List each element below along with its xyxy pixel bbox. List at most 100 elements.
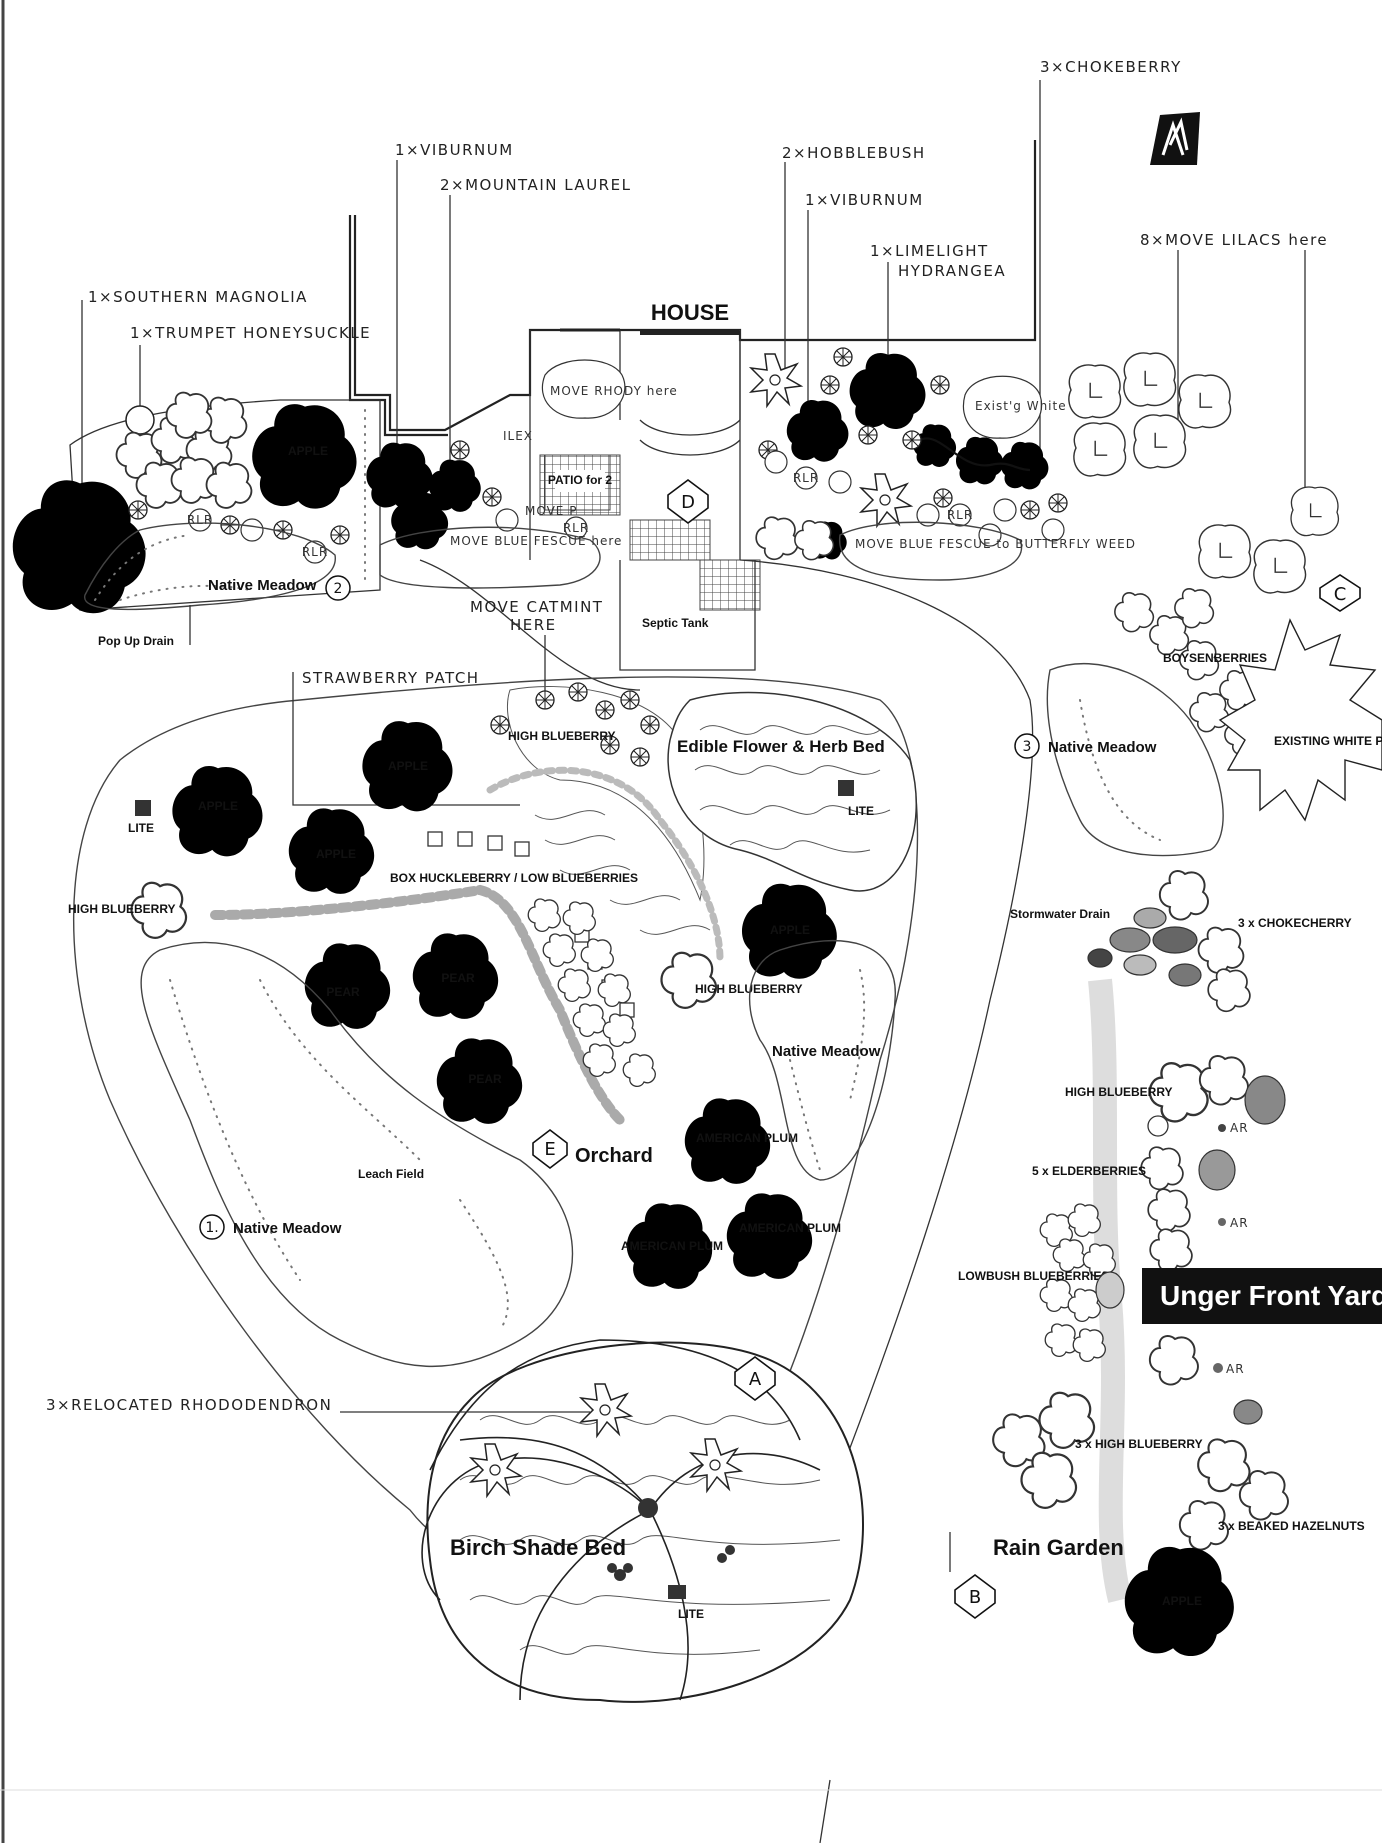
top-callouts: 3×CHOKEBERRY 1×VIBURNUM 2×MOUNTAIN LAURE…	[81, 58, 1328, 545]
callout-viburnum-right: 1×VIBURNUM	[805, 191, 924, 209]
native-meadow-2-label: Native Meadow	[208, 577, 317, 594]
stormwater-drain: Stormwater Drain 3 x CHOKECHERRY	[1010, 870, 1352, 1013]
note-blue-fescue-left: MOVE BLUE FESCUE here	[450, 534, 622, 548]
marker-3: 3	[1023, 739, 1032, 755]
callout-limelight: 1×LIMELIGHT	[870, 242, 989, 260]
lowbush-label: LOWBUSH BLUEBERRIES	[958, 1269, 1109, 1283]
native-meadow-3-label: Native Meadow	[1048, 739, 1157, 756]
lite-label: LITE	[678, 1607, 704, 1621]
high-blueberry-label-3: HIGH BLUEBERRY	[695, 982, 803, 996]
birch-shade-bed: LITE Birch Shade Bed	[421, 1339, 864, 1703]
septic-area: Septic Tank MOVE CATMINT HERE STRAWBERRY…	[292, 560, 756, 806]
svg-text:MOVE RHODY here: MOVE RHODY here	[550, 384, 678, 398]
svg-text:C: C	[1334, 584, 1347, 605]
callout-magnolia: 1×SOUTHERN MAGNOLIA	[88, 288, 308, 306]
house-label: HOUSE	[651, 300, 729, 325]
callout-strawberry: STRAWBERRY PATCH	[302, 669, 480, 687]
pear-label: PEAR	[326, 985, 360, 999]
edible-bed-label: Edible Flower & Herb Bed	[677, 737, 885, 756]
apple-label: APPLE	[198, 799, 238, 813]
note-blue-fescue-right: MOVE BLUE FESCUE to BUTTERFLY WEED	[855, 537, 1136, 551]
lite-label: LITE	[128, 821, 154, 835]
note-ilex: ILEX	[503, 429, 533, 443]
ar-tag: AR	[1226, 1362, 1245, 1376]
callout-limelight-2: HYDRANGEA	[898, 262, 1006, 280]
existing-white-pine-label: EXISTING WHITE PINE	[1274, 734, 1382, 748]
note-move-p: MOVE P	[525, 504, 577, 518]
north-arrow-icon	[1150, 112, 1200, 165]
pear-label: PEAR	[441, 971, 475, 985]
marker-d: D	[667, 479, 709, 524]
high-blueberry-label-2: HIGH BLUEBERRY	[68, 902, 176, 916]
american-plum-label: AMERICAN PLUM	[696, 1131, 798, 1145]
marker-e: E	[532, 1128, 568, 1170]
ar-tag: AR	[1230, 1121, 1249, 1135]
marker-2: 2	[334, 581, 343, 597]
boysenberries-label: BOYSENBERRIES	[1163, 651, 1267, 665]
callout-chokeberry: 3×CHOKEBERRY	[1040, 58, 1182, 76]
pear-label: PEAR	[468, 1072, 502, 1086]
stormwater-drain-label: Stormwater Drain	[1010, 907, 1110, 921]
native-meadow-center-label: Native Meadow	[772, 1043, 881, 1060]
title-text: Unger Front Yard	[1160, 1280, 1382, 1311]
septic-tank-label: Septic Tank	[642, 616, 709, 630]
box-huckleberry-label: BOX HUCKLEBERRY / LOW BLUEBERRIES	[390, 871, 638, 885]
marker-1: 1.	[205, 1220, 218, 1236]
lite-label: LITE	[848, 804, 874, 818]
beaked-hazelnut-group	[1178, 1438, 1289, 1551]
leach-field-label: Leach Field	[358, 1167, 424, 1181]
marker-c: C	[1319, 574, 1361, 612]
patio-label: PATIO for 2	[548, 473, 613, 487]
elderberry-group	[1140, 1146, 1193, 1273]
lite-icon	[838, 780, 854, 796]
high-blueberry-label-4: HIGH BLUEBERRY	[1065, 1085, 1173, 1099]
marker-b: B	[954, 1574, 996, 1619]
native-meadow-center-bed	[748, 939, 896, 1181]
american-plum-label: AMERICAN PLUM	[621, 1239, 723, 1253]
american-plum-label: AMERICAN PLUM	[739, 1221, 841, 1235]
beaked-hazelnuts-label: 3 x BEAKED HAZELNUTS	[1218, 1519, 1365, 1533]
birch-shade-bed-label: Birch Shade Bed	[450, 1535, 626, 1560]
lilac-group	[1068, 352, 1340, 594]
svg-text:B: B	[969, 1587, 981, 1608]
leach-field-bed	[140, 941, 574, 1368]
callout-lilacs: 8×MOVE LILACS here	[1140, 231, 1328, 249]
blueberry-strawberry-bed: HIGH BLUEBERRY	[486, 682, 724, 964]
chokecherry-label: 3 x CHOKECHERRY	[1238, 916, 1352, 930]
southern-magnolia	[12, 480, 146, 614]
pop-up-drain-label: Pop Up Drain	[98, 634, 174, 648]
high-blueberry-label-1: HIGH BLUEBERRY	[508, 729, 616, 743]
callout-honeysuckle: 1×TRUMPET HONEYSUCKLE	[130, 324, 371, 342]
callout-mountain-laurel: 2×MOUNTAIN LAUREL	[440, 176, 631, 194]
lite-icon	[668, 1585, 686, 1599]
title-banner: Unger Front Yard	[1142, 1268, 1382, 1324]
callout-catmint: MOVE CATMINT	[470, 598, 603, 616]
svg-text:A: A	[749, 1369, 762, 1390]
callout-viburnum-left: 1×VIBURNUM	[395, 141, 514, 159]
native-meadow-1-label: Native Meadow	[233, 1220, 342, 1237]
apple-label: APPLE	[388, 759, 428, 773]
apple-label: APPLE	[1162, 1594, 1202, 1608]
rlr-tag: RLR	[302, 545, 328, 559]
elderberries-label: 5 x ELDERBERRIES	[1032, 1164, 1146, 1178]
rain-garden-label: Rain Garden	[993, 1535, 1124, 1560]
rlr-tag: RLR	[793, 471, 819, 485]
apple-label: APPLE	[770, 923, 810, 937]
callout-hobblebush: 2×HOBBLEBUSH	[782, 144, 926, 162]
rlr-tag: RLR	[947, 508, 973, 522]
marker-a: A	[734, 1356, 776, 1401]
edible-flower-herb-bed: Edible Flower & Herb Bed LITE	[667, 691, 917, 892]
left-front-bed: APPLE RLR RLR RLR MOVE BLUE FESCUE here …	[12, 359, 678, 648]
honeysuckle-icon	[125, 405, 155, 435]
callout-rhododendron: 3×RELOCATED RHODODENDRON	[46, 1396, 332, 1414]
move-rhody-note: MOVE RHODY here	[541, 359, 678, 419]
lite-icon	[135, 800, 151, 816]
rlr-tag: RLR	[563, 521, 589, 535]
rlr-tag: RLR	[187, 513, 213, 527]
apple-label: APPLE	[316, 847, 356, 861]
orchard-label: Orchard	[575, 1145, 653, 1167]
high-blueberry-3-label: 3 x HIGH BLUEBERRY	[1075, 1437, 1203, 1451]
existing-white-pine-icon	[1218, 618, 1382, 822]
apple-label: APPLE	[288, 444, 328, 458]
callout-catmint-2: HERE	[510, 616, 557, 634]
